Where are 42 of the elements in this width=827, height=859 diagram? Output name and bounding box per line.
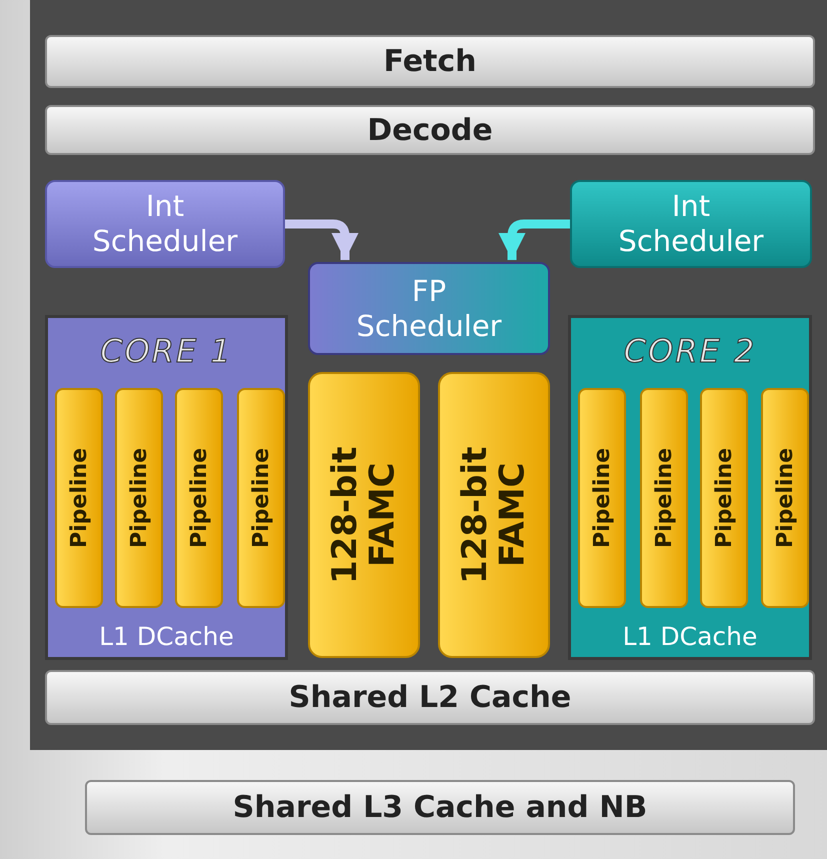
scheduler-box bbox=[570, 180, 812, 268]
stage-bar bbox=[45, 35, 815, 88]
cache-label: L1 DCache bbox=[622, 622, 758, 651]
pipeline-bar bbox=[115, 388, 163, 608]
pipeline-bar bbox=[237, 388, 285, 608]
core-panel bbox=[45, 315, 288, 660]
scheduler-label: FP Scheduler bbox=[355, 274, 503, 344]
pipeline-label: Pipeline bbox=[66, 448, 92, 548]
cache-label: L1 DCache bbox=[99, 622, 234, 651]
scheduler-box bbox=[45, 180, 285, 268]
stage-bar bbox=[45, 105, 815, 155]
stage-bar bbox=[45, 670, 815, 725]
pipeline-label: Pipeline bbox=[652, 448, 676, 548]
pipeline-bar bbox=[761, 388, 809, 608]
fpu-label: 128-bit FAMC bbox=[456, 445, 532, 586]
scheduler-box bbox=[308, 262, 550, 355]
stage-bar bbox=[85, 780, 795, 835]
stage-label: Shared L3 Cache and NB bbox=[232, 790, 648, 825]
fpu-label: 128-bit FAMC bbox=[326, 445, 402, 586]
scheduler-label: Int Scheduler bbox=[91, 189, 239, 259]
pipeline-label: Pipeline bbox=[712, 448, 736, 548]
arrow bbox=[285, 220, 358, 260]
pipeline-label: Pipeline bbox=[590, 448, 614, 548]
fpu-unit-bar bbox=[438, 372, 550, 658]
core-title: CORE 1 bbox=[100, 332, 233, 370]
pipeline-label: Pipeline bbox=[248, 448, 274, 548]
pipeline-bar bbox=[640, 388, 688, 608]
pipeline-label: Pipeline bbox=[772, 448, 798, 548]
stage-label: Shared L2 Cache bbox=[288, 680, 572, 715]
pipeline-bar bbox=[175, 388, 223, 608]
core-panel bbox=[568, 315, 812, 660]
pipeline-label: Pipeline bbox=[126, 448, 152, 548]
stage-label: Fetch bbox=[383, 44, 477, 79]
pipeline-label: Pipeline bbox=[186, 448, 212, 548]
fpu-unit-bar bbox=[308, 372, 420, 658]
arrow bbox=[498, 220, 570, 260]
stage-label: Decode bbox=[367, 112, 493, 148]
core-title: CORE 2 bbox=[624, 332, 756, 370]
scheduler-label: Int Scheduler bbox=[617, 189, 765, 259]
pipeline-bar bbox=[55, 388, 103, 608]
pipeline-bar bbox=[578, 388, 626, 608]
pipeline-bar bbox=[700, 388, 748, 608]
